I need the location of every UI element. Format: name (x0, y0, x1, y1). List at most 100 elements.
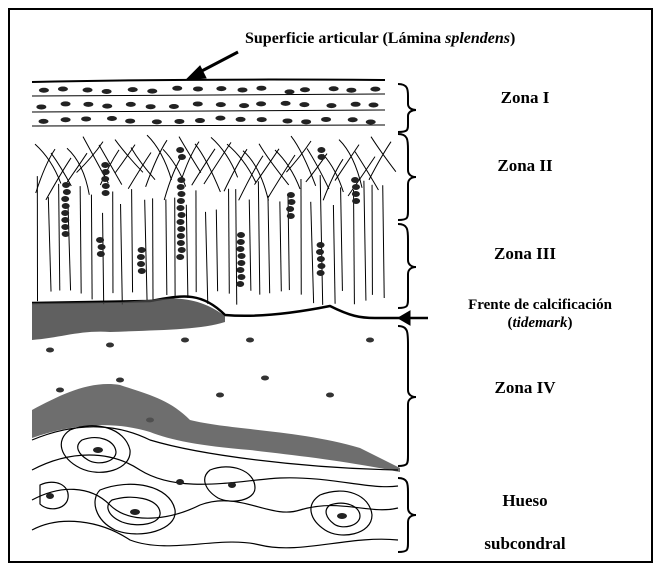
calcified-cell (366, 338, 374, 343)
chondrocyte (236, 267, 244, 273)
chondrocyte (61, 210, 69, 216)
brace-zone-2 (398, 134, 416, 220)
tidemark-label: Frente de calcificación (tidemark) (430, 296, 650, 332)
fiber (254, 149, 279, 185)
fiber (258, 181, 259, 294)
chondrocyte (237, 232, 245, 238)
surface-arrow (186, 52, 238, 80)
fiber (48, 197, 51, 291)
chondrocyte (97, 251, 105, 257)
fiber (67, 153, 87, 182)
superficial-cell (126, 102, 136, 107)
superficial-cell (216, 86, 226, 91)
chondrocyte (62, 231, 70, 237)
zone-1-label: Zona I (440, 88, 610, 108)
chondrocyte (63, 189, 71, 195)
superficial-cell (125, 119, 135, 124)
chondrocyte (288, 199, 296, 205)
tidemark-label-line2: (tidemark) (430, 314, 650, 332)
superficial-cell (256, 86, 266, 91)
chondrocyte (318, 154, 326, 160)
chondrocyte (61, 224, 69, 230)
chondrocyte (237, 239, 245, 245)
chondrocyte (351, 177, 359, 183)
chondrocyte (287, 192, 295, 198)
superficial-cell (346, 88, 356, 93)
chondrocyte (286, 206, 294, 212)
bone-label-line1: Hueso (440, 479, 610, 522)
superficial-cell (239, 103, 249, 108)
chondrocyte (176, 147, 184, 153)
bone-cells (46, 447, 347, 519)
superficial-cell (36, 104, 46, 109)
zone-2-fibers (35, 135, 396, 200)
superficial-cell (195, 118, 205, 123)
fiber (364, 181, 366, 301)
fiber (68, 204, 71, 290)
brace-zone-3 (398, 224, 416, 308)
brace-zone-1 (398, 84, 416, 132)
chondrocyte (137, 254, 145, 260)
chondrocyte (177, 219, 185, 225)
superficial-cell (107, 116, 117, 121)
superficial-cell (172, 86, 182, 91)
chondrocyte (177, 240, 185, 246)
superficial-cell (369, 102, 379, 107)
superficial-cell (102, 89, 112, 94)
calcified-cell (216, 393, 224, 398)
superficial-cell (326, 103, 336, 108)
superficial-cell (237, 87, 247, 92)
brace-zone-4 (398, 326, 416, 466)
fiber (323, 159, 343, 200)
fiber (259, 144, 289, 185)
fiber (383, 185, 384, 298)
calcified-cell (246, 338, 254, 343)
superficial-cell (285, 89, 295, 94)
fiber (354, 190, 355, 304)
superficial-cell (83, 102, 93, 107)
superficial-cell (193, 86, 203, 91)
fiber (204, 142, 231, 184)
chondrocyte (177, 226, 185, 232)
chondrocyte (61, 217, 69, 223)
superficial-cell (256, 101, 266, 106)
chondrocyte (177, 198, 185, 204)
chondrocyte (287, 213, 295, 219)
superficial-cell (102, 104, 112, 109)
fiber (320, 175, 323, 305)
calcified-front-shading (32, 298, 225, 340)
chondrocyte (317, 263, 325, 269)
chondrocyte (177, 184, 185, 190)
fiber (35, 144, 61, 183)
chondrocyte (98, 244, 106, 250)
fiber (224, 149, 247, 191)
chondrocyte (62, 182, 70, 188)
fiber (236, 189, 237, 305)
fiber (77, 142, 103, 173)
chondrocyte (101, 176, 109, 182)
chondrocyte (138, 268, 146, 274)
superficial-cell (169, 104, 179, 109)
fiber (192, 149, 215, 185)
superficial-cell (193, 101, 203, 106)
brace-bone (398, 478, 416, 552)
chondrocyte (316, 249, 324, 255)
chondrocyte (352, 198, 360, 204)
superficial-cell (152, 119, 162, 124)
superficial-cell (81, 116, 91, 121)
zone-1-cells (36, 86, 380, 125)
chondrocyte-columns (61, 147, 360, 287)
chondrocyte (62, 203, 70, 209)
superficial-cell (366, 119, 376, 124)
chondrocyte (237, 274, 245, 280)
fiber (286, 141, 311, 172)
fiber (249, 200, 251, 291)
superficial-cell (215, 116, 225, 121)
chondrocyte (236, 246, 244, 252)
chondrocyte (102, 183, 110, 189)
fiber (91, 195, 92, 300)
superficial-cell (61, 101, 71, 106)
fiber (216, 210, 217, 292)
fiber (186, 205, 188, 298)
fiber (280, 201, 281, 291)
